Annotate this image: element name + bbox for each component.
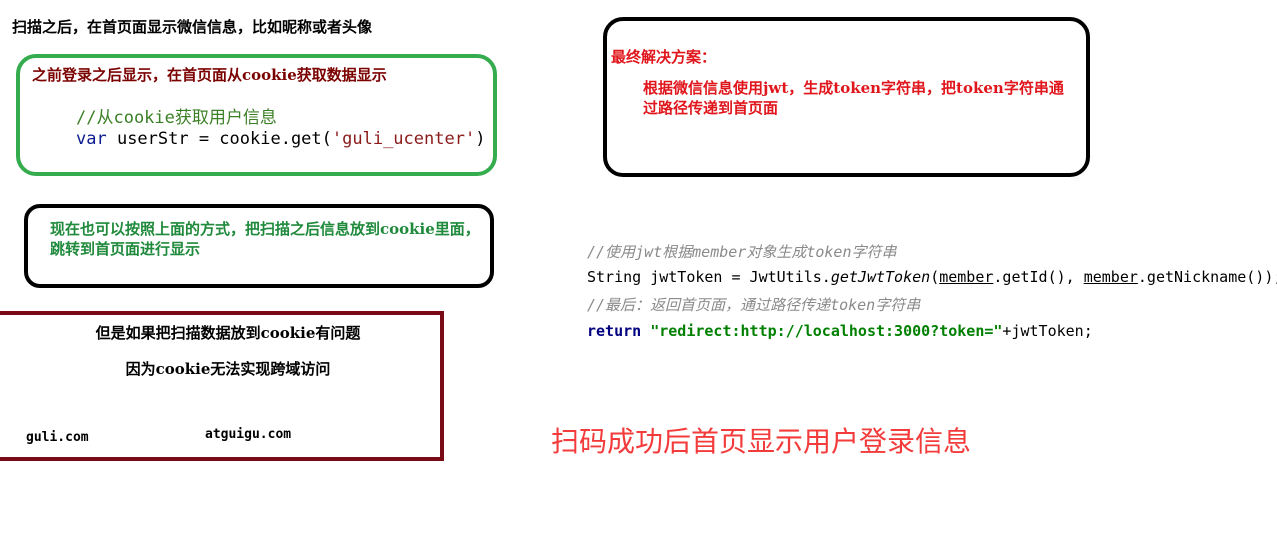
java-member-2: member <box>1083 268 1138 286</box>
java-comment-2: //最后：返回首页面，通过路径传递token字符串 <box>587 296 921 314</box>
problem-line-2: 因为cookie无法实现跨域访问 <box>125 360 331 378</box>
java-getid: .getId(), <box>993 268 1084 286</box>
java-return-keyword: return <box>587 322 642 340</box>
final-solution-box <box>603 17 1090 177</box>
java-line-1: String jwtToken = JwtUtils.getJwtToken(m… <box>587 268 1277 286</box>
java-method: getJwtToken <box>830 268 931 286</box>
java-space <box>641 322 650 340</box>
scan-cookie-text: 现在也可以按照上面的方式，把扫描之后信息放到cookie里面，跳转到首页面进行显… <box>50 220 480 258</box>
summary-caption: 扫码成功后首页显示用户登录信息 <box>551 425 972 458</box>
java-getnickname: .getNickname()); <box>1137 268 1277 286</box>
java-l1-start: String jwtToken = JwtUtils. <box>587 268 831 286</box>
java-line-2: return "redirect:http://localhost:3000?t… <box>587 322 1093 340</box>
top-note: 扫描之后，在首页面显示微信信息，比如昵称或者头像 <box>12 18 373 36</box>
java-paren: ( <box>930 268 940 286</box>
js-code-comment: //从cookie获取用户信息 <box>76 108 277 128</box>
cookie-approach-title: 之前登录之后显示，在首页面从cookie获取数据显示 <box>32 66 387 84</box>
scan-cookie-box <box>24 204 494 288</box>
domain-atguigu: atguigu.com <box>205 427 292 442</box>
java-redirect-string: "redirect:http://localhost:3000?token=" <box>650 322 1003 340</box>
java-member-1: member <box>939 268 994 286</box>
js-code-end: ) <box>475 129 486 149</box>
js-code-line: var userStr = cookie.get('guli_ucenter') <box>76 129 485 149</box>
java-comment-1: //使用jwt根据member对象生成token字符串 <box>587 243 897 261</box>
cross-domain-problem-box <box>0 311 444 461</box>
js-code-middle: userStr = cookie.get( <box>106 129 332 149</box>
final-solution-title: 最终解决方案： <box>611 48 717 66</box>
java-l2-rest: +jwtToken; <box>1002 322 1093 340</box>
js-keyword: var <box>76 129 107 149</box>
cookie-approach-box <box>16 54 497 176</box>
final-solution-text: 根据微信信息使用jwt，生成token字符串，把token字符串通过路径传递到首… <box>643 79 1064 117</box>
problem-line-1: 但是如果把扫描数据放到cookie有问题 <box>95 324 361 342</box>
js-string: 'guli_ucenter' <box>331 129 476 149</box>
domain-guli: guli.com <box>26 430 89 445</box>
